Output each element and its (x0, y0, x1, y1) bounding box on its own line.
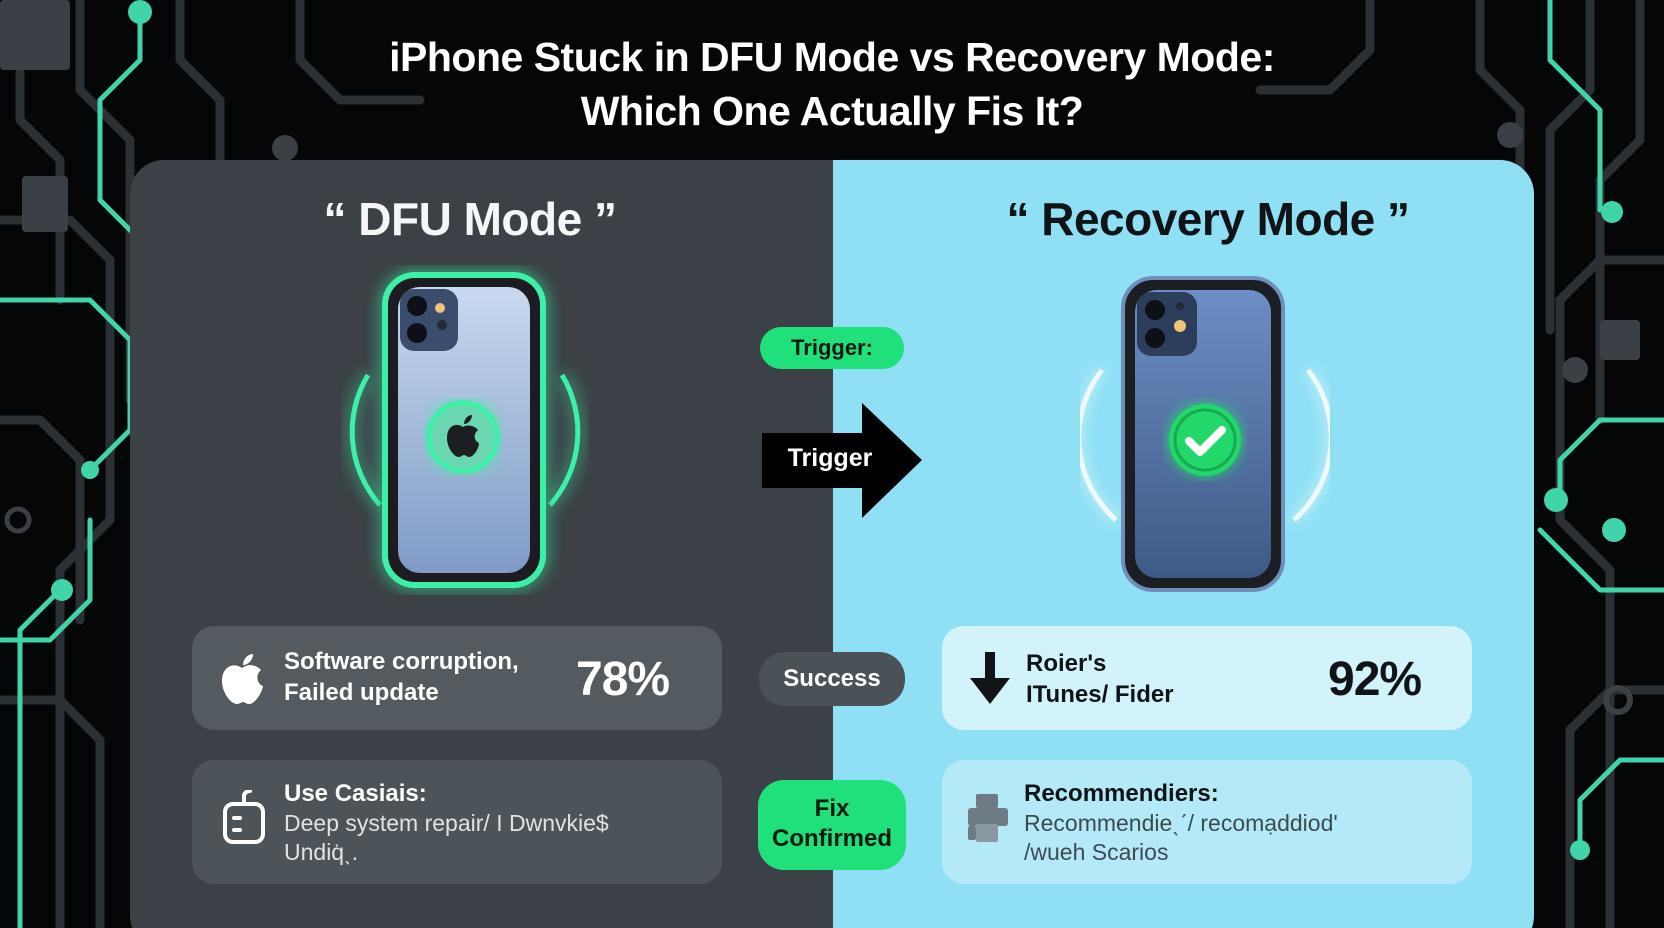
recovery-phone (1076, 270, 1334, 600)
apple-logo-icon (423, 397, 503, 477)
recovery-recommenders-box: Recommendiers: Recommendieˎˊ/ recomạddi… (942, 760, 1472, 884)
recovery-recommenders-label: Recommendiers: (1024, 780, 1219, 807)
fix-confirmed-pill: Fix Confirmed (758, 780, 906, 870)
trigger-arrow-label: Trigger (787, 444, 873, 472)
recovery-heading: “ Recovery Mode ” (1006, 193, 1410, 245)
download-arrow-icon (968, 652, 1012, 706)
fix-line-1: Fix (814, 795, 850, 822)
dfu-heading: “ DFU Mode ” (323, 193, 617, 245)
dfu-cause-line-2: Failed update (284, 679, 439, 706)
printer-icon (966, 794, 1010, 844)
dfu-success-percent: 78% (576, 653, 670, 706)
dfu-use-cases-label: Use Casiais: (284, 780, 427, 807)
recovery-cause-line-1: Roier's (1026, 650, 1107, 677)
trigger-pill: Trigger: (760, 327, 904, 369)
dfu-cause-line-1: Software corruption, (284, 648, 519, 675)
recovery-recommenders-line-2: /wueh Scarios (1024, 839, 1169, 865)
dfu-success-box: Software corruption, Failed update 78% (192, 626, 722, 730)
title-line-1: iPhone Stuck in DFU Mode vs Recovery Mod… (389, 34, 1275, 80)
dfu-use-cases-box: Use Casiais: Deep system repair/ I Dwnvk… (192, 760, 722, 884)
recovery-success-percent: 92% (1328, 653, 1422, 706)
recovery-cause-line-2: ITunes/ Fider (1026, 681, 1174, 708)
recovery-success-box: Roier's ITunes/ Fider 92% (942, 626, 1472, 730)
checkmark-icon (1163, 398, 1247, 482)
tablet-icon (222, 789, 266, 846)
recovery-recommenders-line-1: Recommendieˎˊ/ recomạddiod' (1024, 810, 1338, 836)
apple-logo-icon (220, 654, 266, 704)
dfu-phone (340, 265, 590, 595)
fix-line-2: Confirmed (772, 825, 892, 852)
dfu-use-cases-line-2: Undiq̇ˎ. (284, 839, 359, 865)
arrow-right-icon (762, 403, 922, 518)
dfu-use-cases-line-1: Deep system repair/ I Dwnvkie$ (284, 810, 609, 836)
success-pill: Success (759, 652, 905, 706)
title-line-2: Which One Actually Fis It? (580, 88, 1084, 134)
page-title: iPhone Stuck in DFU Mode vs Recovery Mod… (0, 30, 1664, 138)
